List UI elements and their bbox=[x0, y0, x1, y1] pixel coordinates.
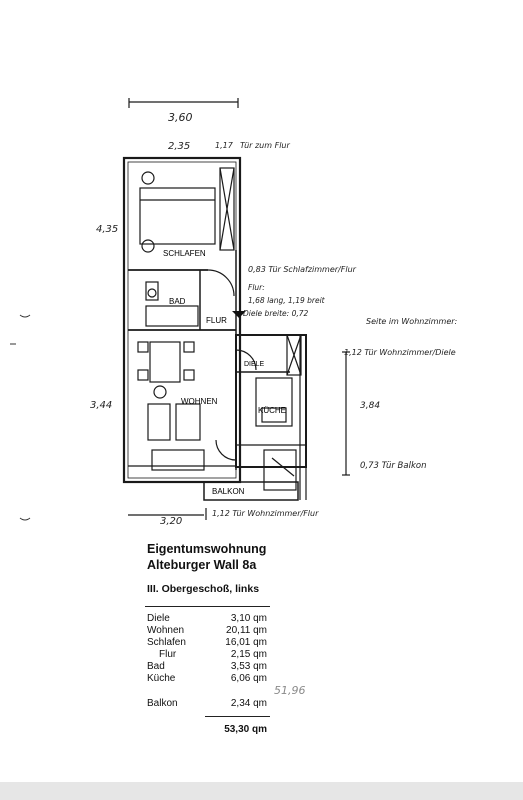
note-bottom-door: 1,12 Tür Wohnzimmer/Flur bbox=[212, 509, 319, 518]
area-name: Schlafen bbox=[147, 637, 186, 648]
area-value: 20,11 qm bbox=[226, 625, 267, 636]
note-wohnzimmer-door: 1,12 Tür Wohnzimmer/Diele bbox=[344, 348, 456, 357]
area-name: Flur bbox=[159, 649, 177, 660]
pencil-note: 51,96 bbox=[274, 684, 306, 697]
room-label-kueche: KÜCHE bbox=[258, 406, 286, 415]
sum-rule bbox=[205, 716, 270, 717]
area-value: 2,15 qm bbox=[230, 649, 267, 660]
dim-width-bottom: 3,20 bbox=[160, 516, 182, 527]
note-flur-line3: Diele breite: 0,72 bbox=[243, 309, 308, 318]
balkon-value: 2,34 qm bbox=[230, 698, 267, 709]
area-name: Bad bbox=[147, 661, 165, 672]
room-label-balkon: BALKON bbox=[212, 487, 245, 496]
balkon-name: Balkon bbox=[147, 698, 178, 709]
room-label-wohnen: WOHNEN bbox=[181, 397, 218, 406]
scan-border bbox=[0, 782, 523, 800]
room-label-schlafen: SCHLAFEN bbox=[163, 249, 206, 258]
room-label-diele: DIELE bbox=[244, 361, 265, 368]
area-value: 3,10 qm bbox=[230, 613, 267, 624]
dim-height-left-upper: 4,35 bbox=[96, 224, 118, 235]
area-name: Diele bbox=[147, 613, 170, 624]
document-address: Alteburger Wall 8a bbox=[147, 558, 257, 572]
area-name: Küche bbox=[147, 673, 176, 684]
note-balkon-door: 0,73 Tür Balkon bbox=[360, 461, 426, 471]
note-wohnzimmer-side: Seite im Wohnzimmer: bbox=[366, 317, 458, 326]
note-flur-line1: Flur: bbox=[248, 283, 265, 292]
table-top-rule bbox=[145, 606, 270, 607]
floor-label: III. Obergeschoß, links bbox=[147, 583, 260, 595]
dim-width-top: 3,60 bbox=[168, 111, 193, 124]
dim-top-seg2: 1,17 bbox=[215, 141, 234, 150]
dim-height-right: 3,84 bbox=[360, 401, 380, 411]
area-value: 3,53 qm bbox=[230, 661, 267, 672]
room-label-flur: FLUR bbox=[206, 316, 227, 325]
document-title: Eigentumswohnung bbox=[147, 542, 267, 556]
area-value: 6,06 qm bbox=[230, 673, 267, 684]
dim-height-left-lower: 3,44 bbox=[90, 400, 112, 411]
floor-plan: SCHLAFEN BAD FLUR DIELE WOHNEN KÜCHE BAL… bbox=[10, 98, 458, 527]
dim-top-seg1: 2,35 bbox=[168, 141, 190, 152]
total-area: 53,30 qm bbox=[224, 724, 267, 735]
room-label-bad: BAD bbox=[169, 297, 186, 306]
area-name: Wohnen bbox=[147, 625, 185, 636]
note-schlafen-door: 0,83 Tür Schlafzimmer/Flur bbox=[248, 265, 357, 274]
note-top-door: Tür zum Flur bbox=[240, 141, 290, 150]
note-flur-line2: 1,68 lang, 1,19 breit bbox=[248, 296, 326, 305]
area-value: 16,01 qm bbox=[225, 637, 267, 648]
